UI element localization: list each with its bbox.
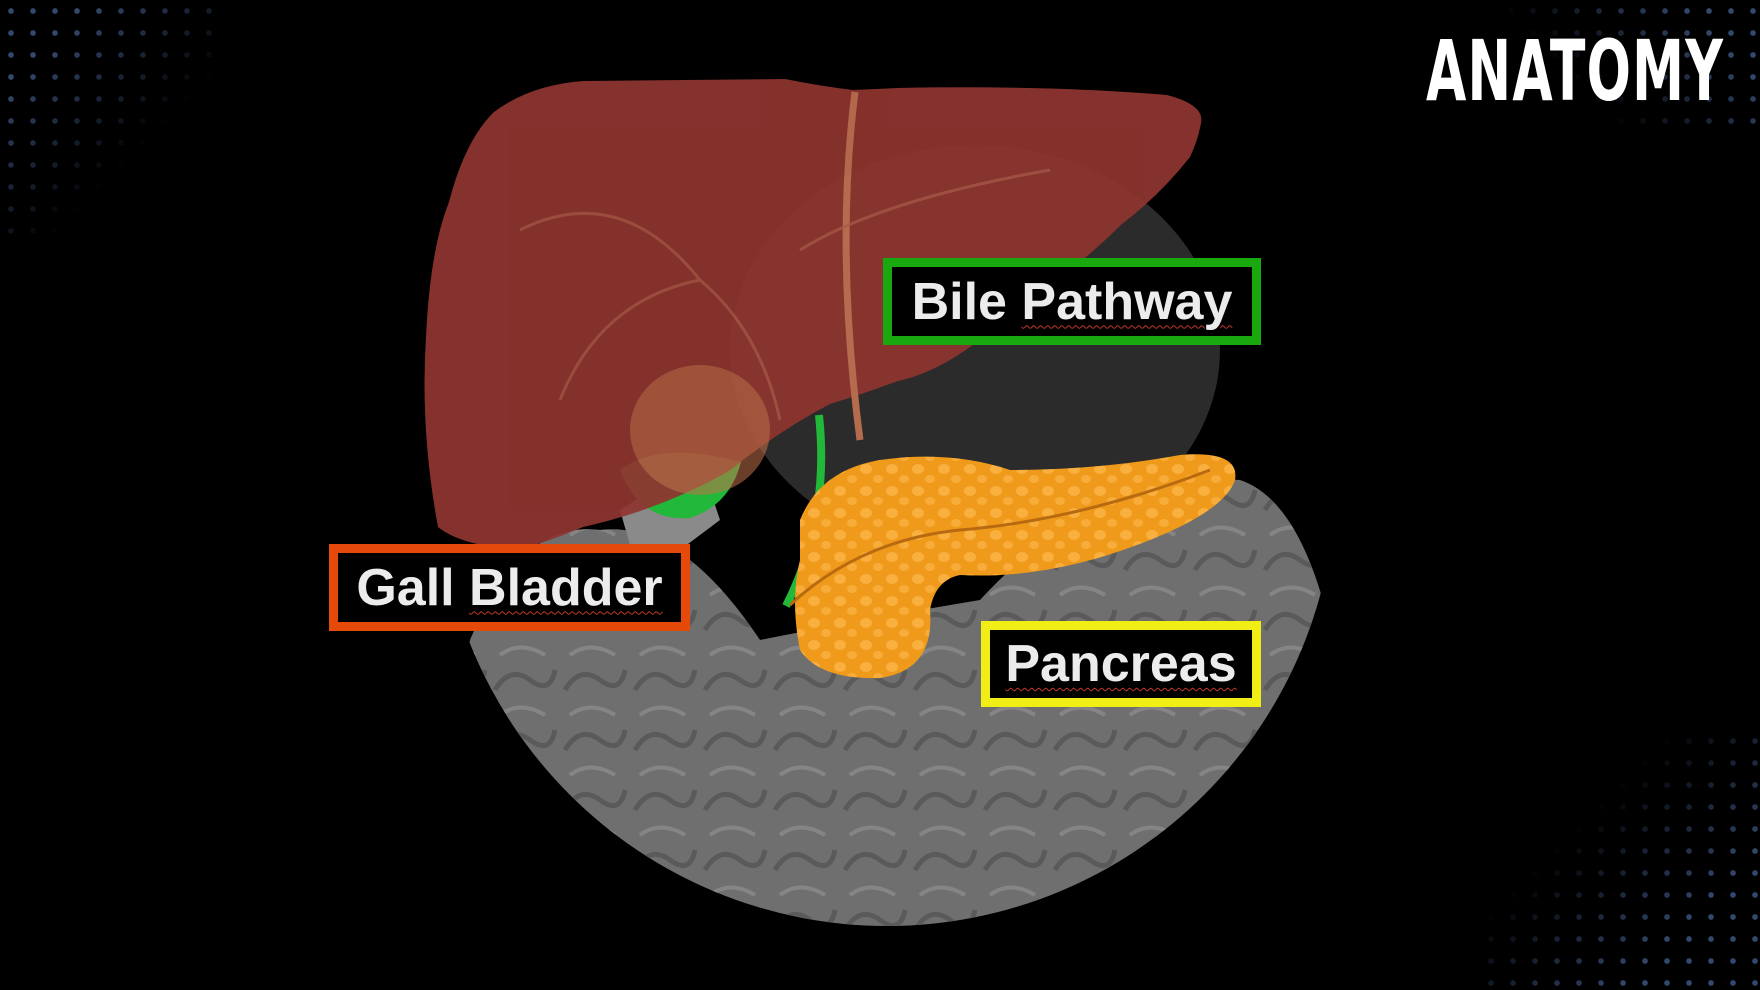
- pancreas-label: Pancreas: [981, 621, 1261, 707]
- gall-bladder-label-word2: Bladder: [469, 558, 663, 617]
- liver: [424, 79, 1202, 550]
- dot-pattern-bottom-right: [1480, 730, 1760, 990]
- gall-bladder-label: Gall Bladder: [329, 544, 690, 631]
- dot-pattern-top-left: [0, 0, 220, 250]
- gall-bladder-label-word1: Gall: [356, 558, 455, 617]
- bile-pathway-label-word1: Bile: [911, 272, 1007, 331]
- bile-pathway-label: Bile Pathway: [883, 258, 1261, 345]
- pancreas-label-text: Pancreas: [1005, 635, 1237, 693]
- slide-title: ANATOMY: [1426, 22, 1725, 120]
- pancreas: [788, 454, 1236, 679]
- dot-pattern-top-right: [1500, 0, 1760, 130]
- bile-pathway-label-word2: Pathway: [1021, 272, 1233, 331]
